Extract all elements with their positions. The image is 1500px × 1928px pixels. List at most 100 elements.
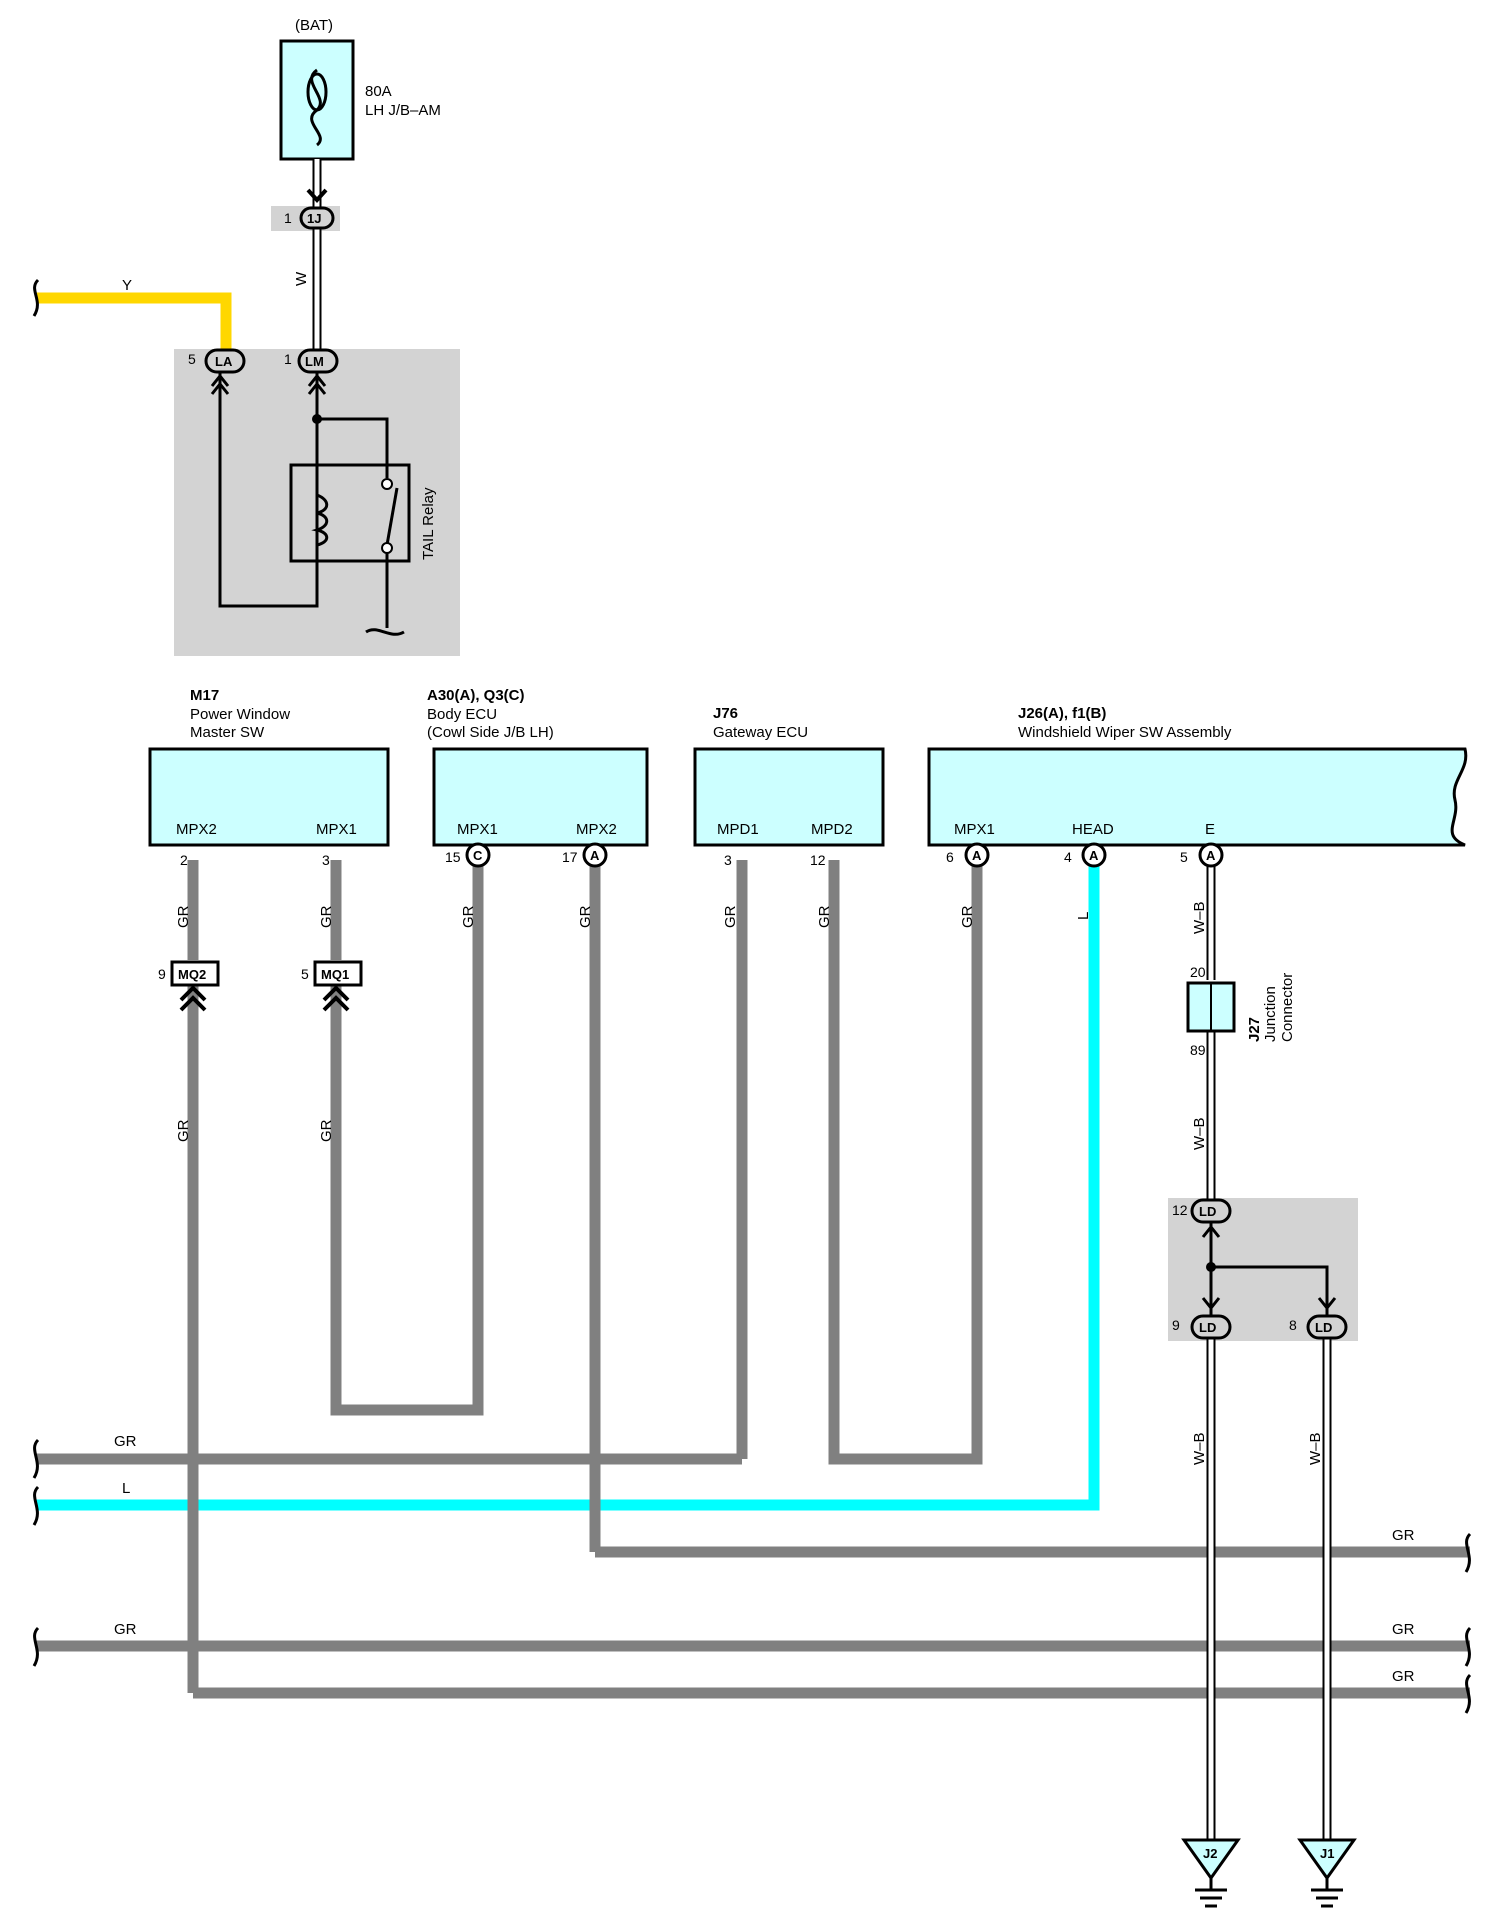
body-ecu-pin-c-tag: C	[473, 848, 483, 863]
body-ecu-code: A30(A), Q3(C)	[427, 687, 525, 704]
wire-label-gr: GR	[1392, 1668, 1415, 1685]
wiper-pin-mpx1-tag: A	[972, 848, 982, 863]
ground-icon	[1181, 1838, 1241, 1908]
body-ecu-pin-a-tag: A	[590, 848, 600, 863]
gateway-term-mpd2: MPD2	[811, 821, 853, 838]
wire-label-y: Y	[122, 277, 132, 294]
wire-label-gr: GR	[114, 1621, 137, 1638]
fuse-rating: 80A	[365, 83, 392, 100]
ld-right-pin: 8	[1289, 1317, 1297, 1333]
ld-left-tag: LD	[1199, 1320, 1216, 1335]
wire-break-icon	[32, 278, 40, 317]
body-ecu-pin-mpx2: 17	[562, 849, 578, 865]
wire-label-wb: W–B	[1191, 1117, 1208, 1150]
connector-1j	[299, 206, 335, 230]
m17-name-2: Master SW	[190, 724, 265, 741]
body-ecu-pin-mpx1: 15	[445, 849, 461, 865]
body-ecu-name-1: Body ECU	[427, 706, 497, 723]
wire-label-gr: GR	[1392, 1527, 1415, 1544]
j27-code: J27	[1246, 1017, 1263, 1042]
relay-lm-tag: LM	[305, 354, 324, 369]
m17-box	[148, 747, 390, 847]
m17-pin-mpx2: 2	[180, 852, 188, 868]
battery-label: (BAT)	[295, 17, 333, 34]
wiper-pin-mpx1-circle	[964, 842, 990, 868]
wire-break-icon	[32, 1438, 1472, 1714]
body-ecu-term-mpx2: MPX2	[576, 821, 617, 838]
wire-label-l: L	[1075, 912, 1092, 920]
wire-label-wb: W–B	[1191, 901, 1208, 934]
ld-junction-circuit	[1201, 1222, 1337, 1316]
gateway-code: J76	[713, 705, 738, 722]
m17-pin-mpx1: 3	[322, 852, 330, 868]
wire-label-gr: GR	[114, 1433, 137, 1450]
gateway-name: Gateway ECU	[713, 724, 808, 741]
wire-label-gr: GR	[722, 905, 739, 928]
fuse-box	[279, 39, 355, 161]
body-ecu-box	[432, 747, 649, 847]
wiper-term-mpx1: MPX1	[954, 821, 995, 838]
wiper-term-head: HEAD	[1072, 821, 1114, 838]
mq2-pin: 9	[158, 966, 166, 982]
ld-right-tag: LD	[1315, 1320, 1332, 1335]
ground-j2-label: J2	[1203, 1846, 1217, 1861]
wiper-name: Windshield Wiper SW Assembly	[1018, 724, 1232, 741]
mq2-tag: MQ2	[178, 967, 206, 982]
body-ecu-term-mpx1: MPX1	[457, 821, 498, 838]
wiper-pin-head-circle	[1081, 842, 1107, 868]
wiper-pin-head-tag: A	[1089, 848, 1099, 863]
ld-left-connector	[1190, 1314, 1232, 1340]
connector-arrow-icon	[179, 985, 207, 1012]
wiper-pin-e: 5	[1180, 849, 1188, 865]
j27-pin-bottom: 89	[1190, 1042, 1206, 1058]
wire-label-gr: GR	[460, 905, 477, 928]
wiper-box	[927, 747, 1468, 847]
wire-label-gr: GR	[577, 905, 594, 928]
connector-arrow-icon	[306, 188, 328, 203]
relay-la-tag: LA	[215, 354, 233, 369]
m17-term-mpx1: MPX1	[316, 821, 357, 838]
mq1-pin: 5	[301, 966, 309, 982]
mq1-tag: MQ1	[321, 967, 349, 982]
ld-top-pin: 12	[1172, 1202, 1188, 1218]
wire-label-wb: W–B	[1307, 1432, 1324, 1465]
relay-name: TAIL Relay	[420, 487, 437, 560]
j27-name-2: Connector	[1279, 973, 1296, 1042]
relay-circuit	[210, 372, 411, 636]
gateway-pin-mpd1: 3	[724, 852, 732, 868]
m17-term-mpx2: MPX2	[176, 821, 217, 838]
wiper-term-e: E	[1205, 821, 1215, 838]
body-ecu-name-2: (Cowl Side J/B LH)	[427, 724, 554, 741]
wire-label-wb: W–B	[1191, 1432, 1208, 1465]
gateway-pin-mpd2: 12	[810, 852, 826, 868]
wire-label-gr: GR	[816, 905, 833, 928]
ld-right-connector	[1306, 1314, 1348, 1340]
relay-lm-pin: 1	[284, 351, 292, 367]
wire-label-gr: GR	[175, 1119, 192, 1142]
wire-label-w: W	[293, 271, 310, 286]
fuse-icon	[306, 68, 328, 147]
connector-1j-pin: 1	[284, 210, 292, 226]
body-ecu-pin-a	[582, 842, 608, 868]
wire-label-gr: GR	[318, 905, 335, 928]
wire-label-gr: GR	[318, 1119, 335, 1142]
gateway-box	[693, 747, 885, 847]
m17-name-1: Power Window	[190, 706, 290, 723]
connector-arrow-icon	[322, 985, 350, 1012]
ground-j1-label: J1	[1320, 1846, 1334, 1861]
mq2-connector	[170, 960, 220, 987]
ld-left-pin: 9	[1172, 1317, 1180, 1333]
wire-label-l: L	[122, 1480, 130, 1497]
connector-1j-tag: 1J	[307, 211, 321, 226]
mq1-connector	[313, 960, 363, 987]
m17-code: M17	[190, 687, 219, 704]
gateway-term-mpd1: MPD1	[717, 821, 759, 838]
j27-name-1: Junction	[1262, 986, 1279, 1042]
fuse-name: LH J/B–AM	[365, 102, 441, 119]
ld-top-tag: LD	[1199, 1204, 1216, 1219]
wiper-pin-e-circle	[1198, 842, 1224, 868]
wire-label-gr: GR	[959, 905, 976, 928]
wiper-pin-mpx1: 6	[946, 849, 954, 865]
wiper-pin-head: 4	[1064, 849, 1072, 865]
